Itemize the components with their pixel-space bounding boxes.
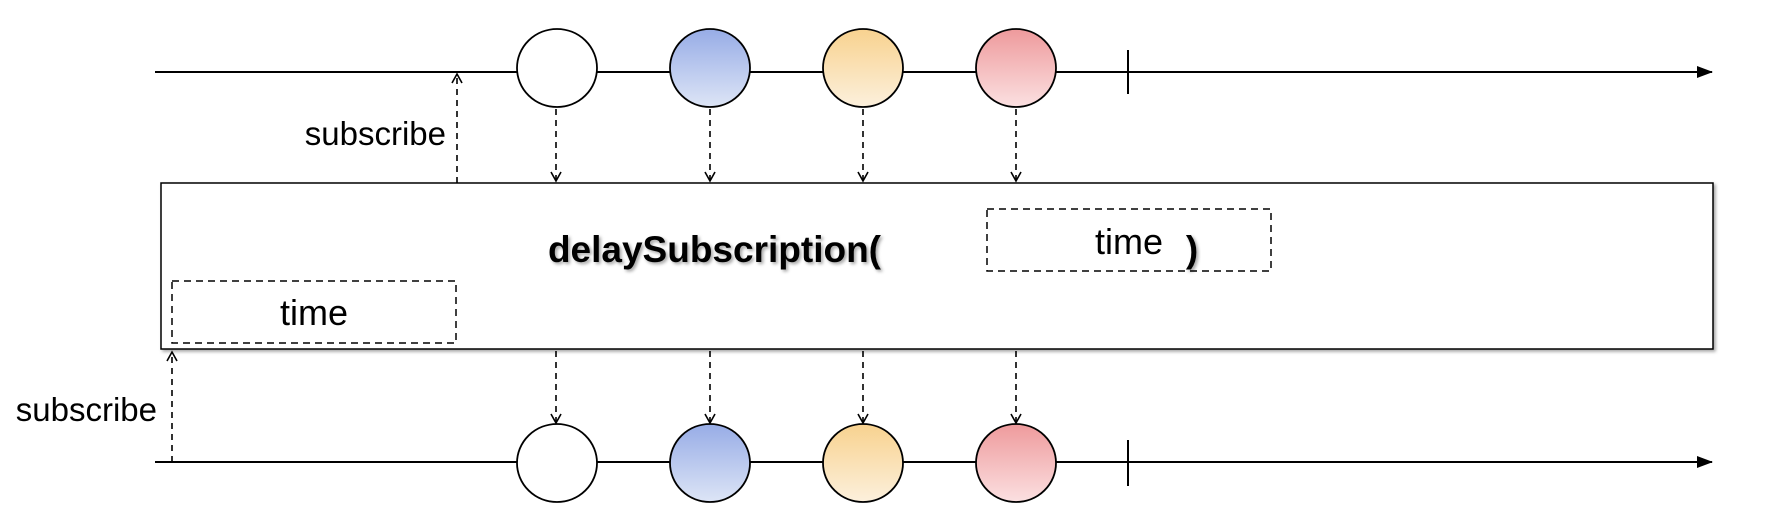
operator-param-label: time — [1095, 221, 1163, 262]
result-marble-red — [975, 423, 1057, 503]
delay-time-label: time — [280, 292, 348, 333]
result-marble-orange — [822, 423, 904, 503]
subscribe-lower-label: subscribe — [16, 391, 157, 428]
operator-box — [160, 182, 1714, 350]
operator-close-paren: ) — [1186, 229, 1198, 270]
subscribe-upper-label: subscribe — [305, 115, 446, 152]
source-marble-blue — [669, 28, 751, 108]
source-marble-orange — [822, 28, 904, 108]
result-marble-white — [516, 423, 598, 503]
delay-time-box — [171, 280, 457, 344]
source-marble-white — [516, 28, 598, 108]
result-marble-blue — [669, 423, 751, 503]
operator-param-box — [986, 208, 1272, 272]
operator-name: delaySubscription( — [548, 229, 882, 270]
source-marble-red — [975, 28, 1057, 108]
